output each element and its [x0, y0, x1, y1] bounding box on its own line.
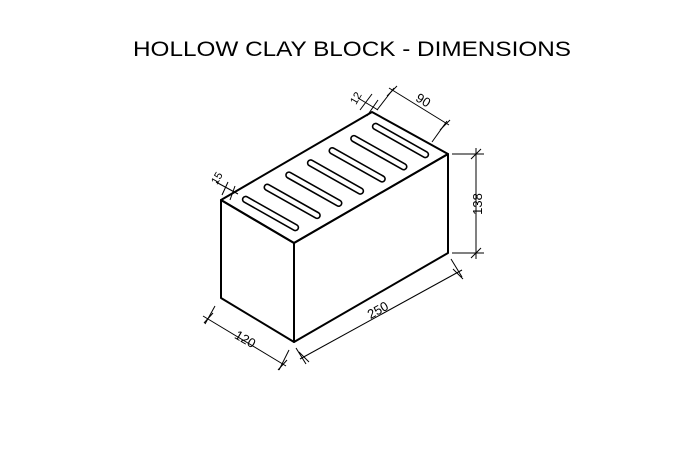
- slot-gap-label: 12: [348, 90, 365, 107]
- edge-offset-label: 15: [209, 170, 226, 187]
- top-face: [220, 111, 449, 244]
- dimension-slot-length: 90: [376, 85, 451, 143]
- title: HOLLOW CLAY BLOCK - DIMENSIONS: [133, 38, 571, 61]
- slot: [241, 195, 300, 232]
- slot: [371, 122, 430, 159]
- height-label: 138: [470, 193, 485, 215]
- dimension-height: 138: [452, 148, 485, 259]
- end-face: [220, 199, 295, 343]
- dimension-slot-gap: 12: [348, 90, 379, 117]
- slot: [285, 171, 343, 207]
- side-face: [293, 153, 449, 343]
- dimension-edge-offset: 15: [209, 170, 239, 201]
- slot: [328, 147, 386, 183]
- slot: [350, 134, 408, 171]
- slot: [263, 183, 321, 220]
- block: [220, 111, 449, 343]
- dimension-width: 120: [202, 305, 290, 371]
- dimension-length: 250: [295, 258, 464, 365]
- slots: [241, 122, 430, 232]
- slot: [306, 159, 365, 195]
- length-label: 250: [365, 298, 391, 322]
- slot-length-label: 90: [413, 90, 433, 110]
